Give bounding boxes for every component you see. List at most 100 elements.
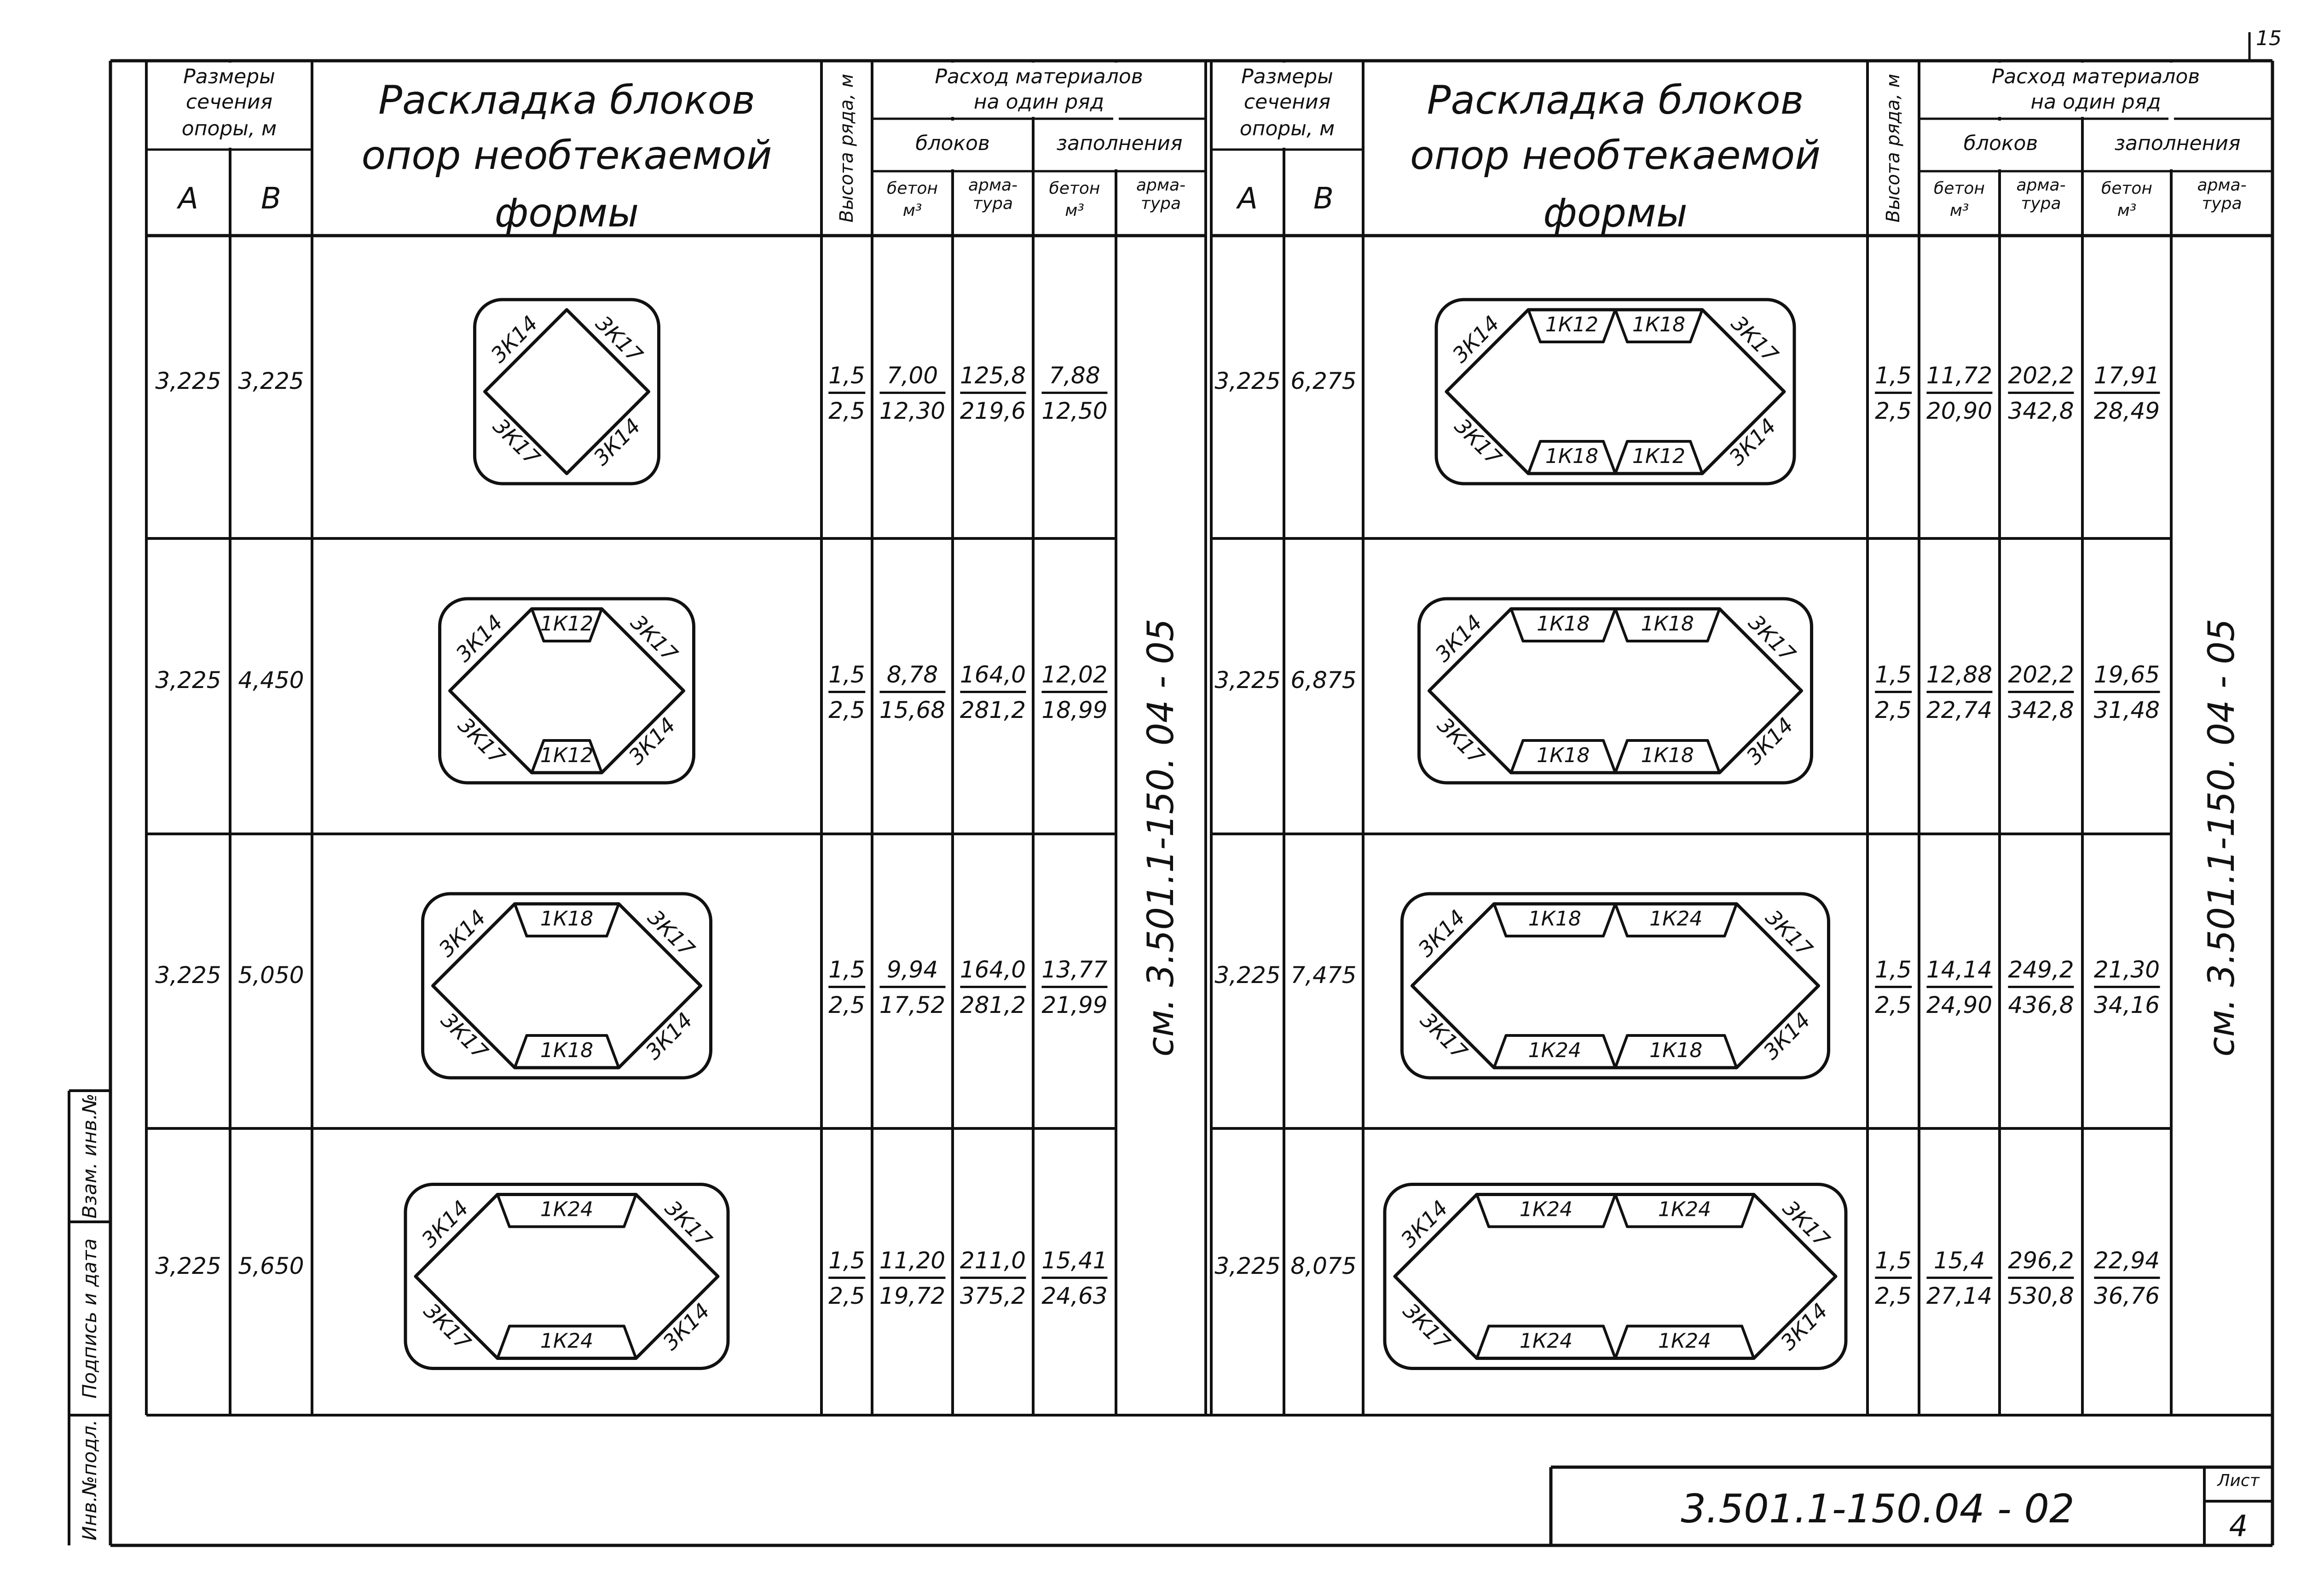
- left-fill-label: заполнения: [1056, 132, 1183, 155]
- left-row-2-blocks-rebar-top: 164,0: [960, 663, 1026, 693]
- straight-block-top: [1509, 608, 1617, 642]
- stamp-replaced-inv: Взам. инв.№: [78, 1093, 101, 1219]
- block-outline: [438, 597, 695, 785]
- right-row-1-fill-concrete: 17,91 28,49: [2093, 364, 2160, 424]
- corner-block-tr: 3К17: [643, 905, 700, 961]
- straight-block-bottom: [1527, 440, 1617, 474]
- left-consumption-label-2: на один ряд: [973, 90, 1104, 114]
- right-row-3-fill-concrete-bottom: 34,16: [2093, 992, 2160, 1018]
- right-row-3-blocks-rebar-top: 249,2: [2008, 958, 2074, 988]
- corner-block-tl: 3К14: [486, 311, 543, 367]
- page-number: 15: [2256, 27, 2282, 50]
- block-outline: [1383, 1183, 1848, 1370]
- left-dims-label-2: сечения: [185, 90, 273, 114]
- right-row-3-height-top: 1,5: [1875, 958, 1912, 988]
- right-row-4-height-bottom: 2,5: [1875, 1282, 1912, 1309]
- straight-block-top-label: 1К18: [1641, 612, 1694, 636]
- left-row-4-blocks-rebar-bottom: 375,2: [960, 1282, 1026, 1309]
- straight-block-bottom-label: 1К18: [1641, 744, 1694, 767]
- left-row-4-height-bottom: 2,5: [828, 1282, 865, 1309]
- right-row-1-blocks-rebar-top: 202,2: [2008, 364, 2074, 394]
- straight-block-top: [1614, 903, 1738, 937]
- straight-block-top-label: 1К12: [540, 612, 593, 636]
- right-blocks-rebar-label-1: арма-: [2016, 176, 2066, 195]
- straight-block-bottom: [496, 1324, 637, 1359]
- mask: [2080, 63, 2085, 117]
- right-consumption-label-2: на один ряд: [2030, 90, 2161, 114]
- right-row-2-blocks-rebar-top: 202,2: [2008, 663, 2074, 693]
- right-row-1-dim-a: 3,225: [1214, 368, 1281, 394]
- left-row-3-height-bottom: 2,5: [828, 992, 865, 1018]
- right-row-4-fill-concrete-bottom: 36,76: [2093, 1282, 2160, 1309]
- right-row-3-blocks-rebar-bottom: 436,8: [2008, 992, 2074, 1018]
- right-fill-concrete-label-1: бетон: [2101, 179, 2152, 198]
- right-blocks-label: блоков: [1963, 132, 2038, 155]
- left-row-3-dim-b: 5,050: [238, 962, 304, 989]
- straight-block-top-label: 1К18: [540, 907, 593, 931]
- straight-block-bottom-label: 1К24: [540, 1330, 593, 1353]
- left-row-3-fill-concrete-bottom: 21,99: [1041, 992, 1108, 1018]
- right-row-3-blocks-concrete-bottom: 24,90: [1926, 992, 1993, 1018]
- straight-block-bottom-label: 1К18: [1537, 744, 1590, 767]
- mask: [950, 63, 955, 117]
- right-reference-note: см. 3.501.1-150. 04 - 05: [2201, 619, 2243, 1057]
- left-row-3-blocks-rebar-top: 164,0: [960, 958, 1026, 988]
- straight-block-top-label: 1К12: [1545, 313, 1598, 336]
- straight-block-bottom: [530, 739, 603, 774]
- right-row-4-blocks-rebar-bottom: 530,8: [2008, 1282, 2074, 1309]
- left-row-2-dim-a: 3,225: [155, 667, 221, 694]
- right-layout-label-1: Раскладка блоков: [1427, 77, 1804, 123]
- void-outline: [1411, 902, 1820, 1070]
- block-outline: [473, 298, 660, 486]
- right-row-2-dim-b: 6,875: [1290, 667, 1357, 694]
- right-row-1-fill-concrete-top: 17,91: [2093, 364, 2160, 394]
- right-row-4-dim-b: 8,075: [1290, 1252, 1357, 1279]
- right-row-2-fill-concrete-bottom: 31,48: [2093, 697, 2160, 723]
- straight-block-top: [513, 903, 620, 937]
- left-layout-label-3: формы: [494, 190, 639, 236]
- right-row-1-blocks-concrete-bottom: 20,90: [1926, 398, 1993, 424]
- mask: [1997, 63, 2002, 117]
- left-row-2-height-top: 1,5: [828, 663, 865, 693]
- left-row-4-fill-concrete-bottom: 24,63: [1041, 1282, 1108, 1309]
- straight-block-top-label: 1К24: [540, 1198, 593, 1221]
- left-blocks-rebar-label-2: тура: [972, 194, 1013, 213]
- straight-block-bottom-label: 1К18: [1649, 1039, 1702, 1062]
- straight-block-bottom: [1614, 739, 1721, 774]
- straight-block-top: [1614, 1194, 1755, 1228]
- right-dims-label-2: сечения: [1243, 90, 1331, 114]
- right-row-1-fill-concrete-bottom: 28,49: [2093, 398, 2160, 424]
- left-row-1-blocks-concrete-top: 7,00: [879, 364, 946, 394]
- left-row-height-label: Высота ряда, м: [836, 74, 857, 223]
- title-sheet-number: 4: [2229, 1509, 2248, 1544]
- corner-block-tr: 3К17: [626, 610, 682, 666]
- right-dims-label-3: опоры, м: [1239, 117, 1335, 140]
- block-outline: [1434, 298, 1796, 486]
- left-dim-a-header: А: [178, 182, 198, 216]
- straight-block-bottom: [1614, 440, 1704, 474]
- straight-block-top: [496, 1194, 637, 1228]
- right-row-4-blocks-concrete-top: 15,4: [1926, 1249, 1993, 1279]
- block-outline: [1417, 597, 1813, 785]
- right-row-2-blocks-rebar-bottom: 342,8: [2008, 697, 2074, 723]
- straight-block-bottom: [1509, 739, 1617, 774]
- mask: [1030, 63, 1036, 117]
- right-row-1-blocks-rebar-bottom: 342,8: [2008, 398, 2074, 424]
- right-row-2-dim-a: 3,225: [1214, 667, 1281, 694]
